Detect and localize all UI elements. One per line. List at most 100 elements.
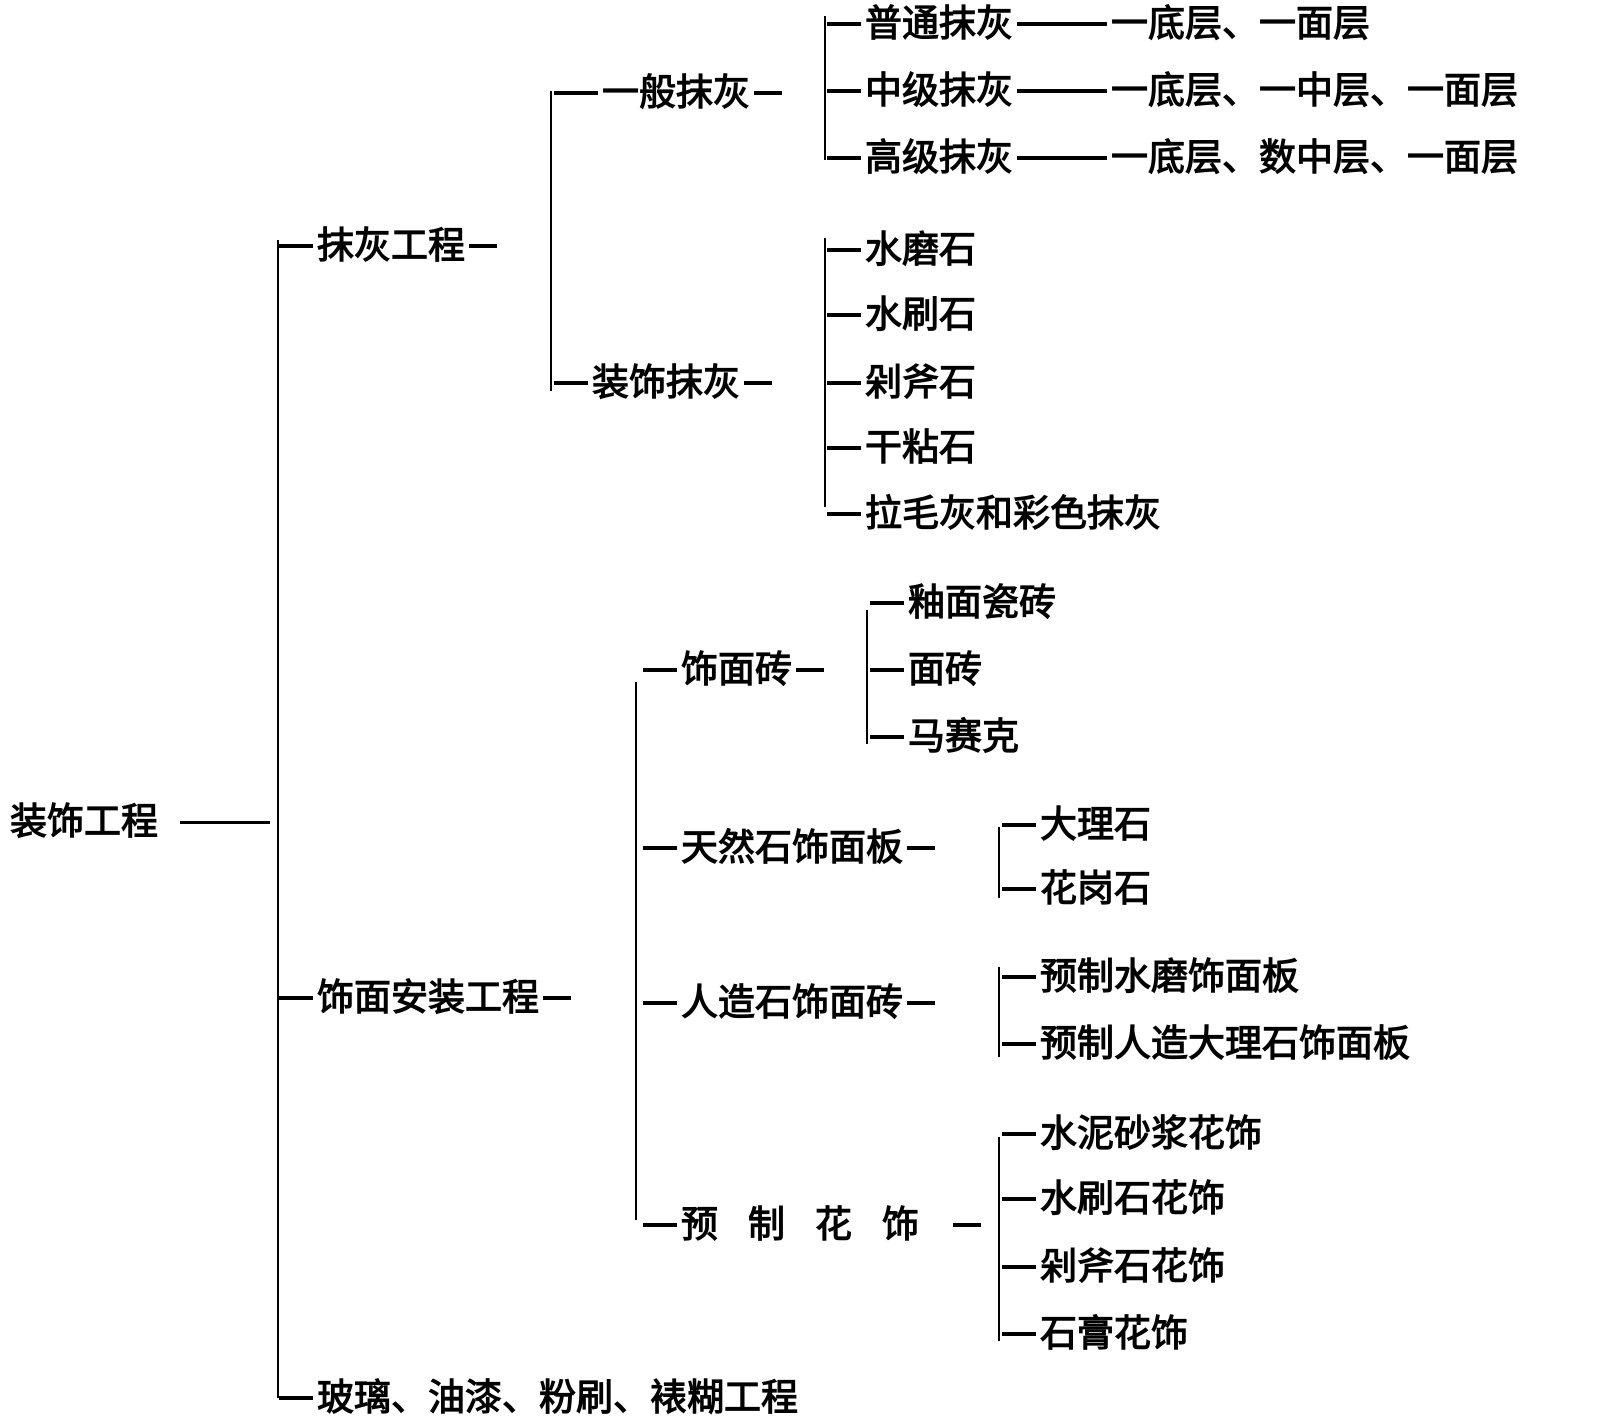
connector bbox=[827, 512, 861, 516]
node-label: 玻璃、油漆、粉刷、裱糊工程 bbox=[317, 1376, 798, 1419]
connector bbox=[870, 601, 904, 605]
node-label: 饰面安装工程 bbox=[317, 976, 539, 1019]
connector bbox=[1017, 89, 1107, 93]
connector bbox=[827, 446, 861, 450]
tiles-bracket bbox=[866, 610, 868, 744]
root-node: 装饰工程 bbox=[10, 798, 158, 846]
connector bbox=[1002, 975, 1036, 979]
node-decorative-plaster: 装饰抹灰 bbox=[554, 359, 772, 407]
connector bbox=[279, 1396, 313, 1400]
item-label: 水刷石 bbox=[865, 293, 976, 336]
list-item: 高级抹灰 一底层、数中层、一面层 bbox=[827, 134, 1518, 182]
node-facing: 饰面安装工程 bbox=[279, 974, 571, 1022]
connector bbox=[1002, 823, 1036, 827]
connector bbox=[1002, 887, 1036, 891]
list-item: 面砖 bbox=[870, 646, 982, 694]
node-general-plaster: 一般抹灰 bbox=[554, 69, 782, 117]
layers-label: 一底层、一面层 bbox=[1111, 2, 1370, 45]
artificial-bracket bbox=[998, 967, 1000, 1057]
node-label: 人造石饰面砖 bbox=[681, 981, 903, 1024]
decorative-bracket bbox=[824, 238, 826, 507]
connector bbox=[643, 668, 677, 672]
list-item: 石膏花饰 bbox=[1002, 1310, 1188, 1358]
list-item: 普通抹灰 一底层、一面层 bbox=[827, 0, 1370, 48]
list-item: 马赛克 bbox=[870, 713, 1019, 761]
plaster-bracket bbox=[550, 91, 552, 391]
node-natural-stone: 天然石饰面板 bbox=[643, 824, 935, 872]
connector bbox=[1002, 1042, 1036, 1046]
connector bbox=[953, 1223, 981, 1227]
connector bbox=[827, 89, 861, 93]
item-label: 水泥砂浆花饰 bbox=[1040, 1112, 1262, 1155]
list-item: 釉面瓷砖 bbox=[870, 579, 1056, 627]
item-label: 中级抹灰 bbox=[865, 69, 1013, 112]
list-item: 拉毛灰和彩色抹灰 bbox=[827, 490, 1161, 538]
general-bracket bbox=[824, 16, 826, 160]
connector bbox=[870, 668, 904, 672]
connector bbox=[827, 381, 861, 385]
item-label: 水刷石花饰 bbox=[1040, 1177, 1225, 1220]
connector bbox=[827, 313, 861, 317]
item-label: 高级抹灰 bbox=[865, 136, 1013, 179]
node-tiles: 饰面砖 bbox=[643, 646, 824, 694]
item-label: 水磨石 bbox=[865, 228, 976, 271]
node-label: 一般抹灰 bbox=[602, 71, 750, 114]
connector bbox=[907, 846, 935, 850]
list-item: 干粘石 bbox=[827, 424, 976, 472]
list-item: 预制人造大理石饰面板 bbox=[1002, 1020, 1410, 1068]
list-item: 水泥砂浆花饰 bbox=[1002, 1110, 1262, 1158]
connector bbox=[827, 248, 861, 252]
connector bbox=[1002, 1265, 1036, 1269]
list-item: 大理石 bbox=[1002, 801, 1151, 849]
node-artificial-stone: 人造石饰面砖 bbox=[643, 979, 935, 1027]
layers-label: 一底层、数中层、一面层 bbox=[1111, 136, 1518, 179]
connector bbox=[543, 996, 571, 1000]
connector bbox=[796, 668, 824, 672]
connector bbox=[1002, 1197, 1036, 1201]
connector bbox=[827, 22, 861, 26]
connector bbox=[643, 1223, 677, 1227]
connector bbox=[279, 996, 313, 1000]
node-label: 天然石饰面板 bbox=[681, 826, 903, 869]
item-label: 剁斧石 bbox=[865, 361, 976, 404]
node-label: 装饰抹灰 bbox=[592, 361, 740, 404]
node-other: 玻璃、油漆、粉刷、裱糊工程 bbox=[279, 1374, 798, 1422]
connector bbox=[469, 244, 497, 248]
item-label: 面砖 bbox=[908, 648, 982, 691]
item-label: 剁斧石花饰 bbox=[1040, 1245, 1225, 1288]
facing-bracket bbox=[635, 682, 637, 1220]
item-label: 釉面瓷砖 bbox=[908, 581, 1056, 624]
item-label: 预制人造大理石饰面板 bbox=[1040, 1022, 1410, 1065]
item-label: 普通抹灰 bbox=[865, 2, 1013, 45]
connector bbox=[1017, 156, 1107, 160]
connector bbox=[1002, 1332, 1036, 1336]
connector bbox=[744, 381, 772, 385]
connector bbox=[279, 244, 313, 248]
item-label: 花岗石 bbox=[1040, 867, 1151, 910]
item-label: 马赛克 bbox=[908, 715, 1019, 758]
list-item: 剁斧石 bbox=[827, 359, 976, 407]
item-label: 大理石 bbox=[1040, 803, 1151, 846]
connector bbox=[827, 156, 861, 160]
node-label: 抹灰工程 bbox=[317, 224, 465, 267]
connector bbox=[180, 821, 270, 824]
list-item: 水刷石 bbox=[827, 291, 976, 339]
item-label: 石膏花饰 bbox=[1040, 1312, 1188, 1355]
connector bbox=[907, 1001, 935, 1005]
list-item: 花岗石 bbox=[1002, 865, 1151, 913]
connector bbox=[643, 1001, 677, 1005]
layers-label: 一底层、一中层、一面层 bbox=[1111, 69, 1518, 112]
natural-bracket bbox=[998, 827, 1000, 898]
node-label: 饰面砖 bbox=[681, 648, 792, 691]
connector bbox=[554, 381, 588, 385]
item-label: 拉毛灰和彩色抹灰 bbox=[865, 492, 1161, 535]
list-item: 中级抹灰 一底层、一中层、一面层 bbox=[827, 67, 1518, 115]
connector bbox=[1017, 22, 1107, 26]
connector bbox=[754, 91, 782, 95]
connector bbox=[643, 846, 677, 850]
node-label: 预制花饰 bbox=[681, 1203, 949, 1246]
list-item: 水刷石花饰 bbox=[1002, 1175, 1225, 1223]
root-label: 装饰工程 bbox=[10, 800, 158, 843]
item-label: 干粘石 bbox=[865, 426, 976, 469]
connector bbox=[870, 735, 904, 739]
